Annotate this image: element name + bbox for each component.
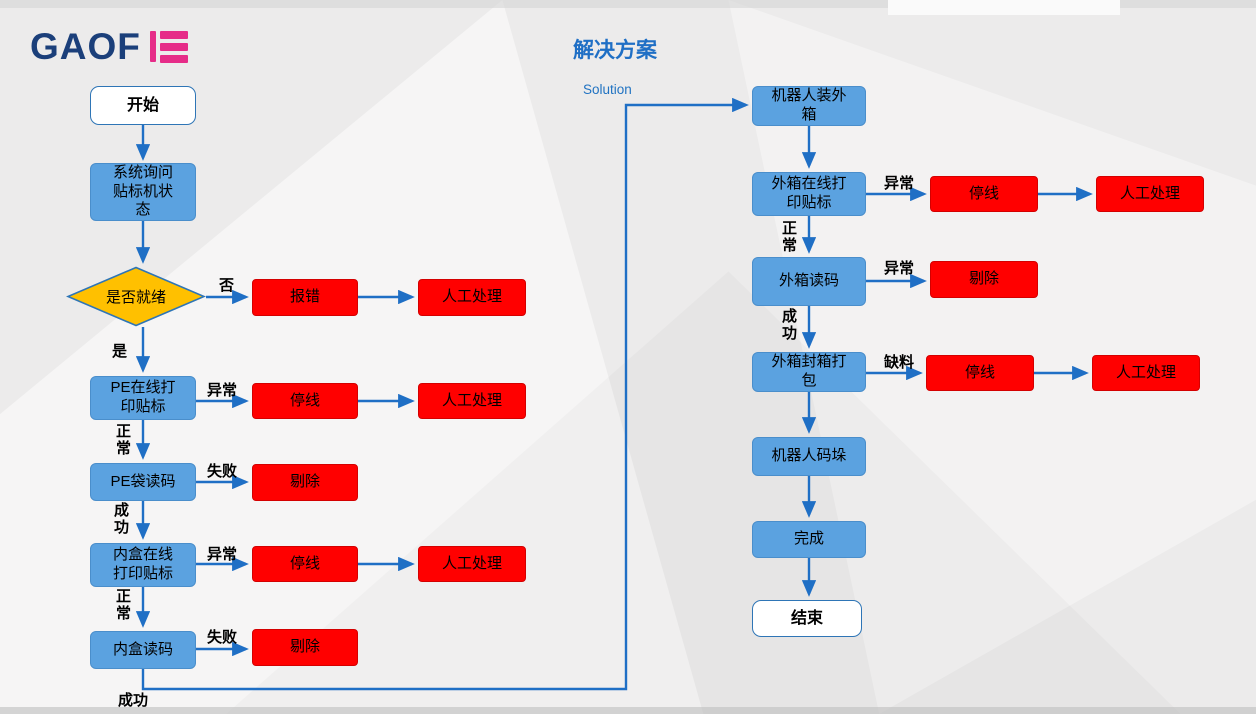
stop-line-node-2: 停线: [252, 546, 358, 582]
manual-handle-node-2: 人工处理: [418, 383, 526, 419]
start-node: 开始: [90, 86, 196, 125]
bottom-gray-band: [0, 707, 1256, 714]
manual-handle-node-r1: 人工处理: [1096, 176, 1204, 212]
edge-label-no: 否: [219, 277, 235, 294]
top-white-strip: [888, 0, 1120, 15]
edge-label-missing: 缺料: [884, 354, 915, 371]
stop-line-node-r1: 停线: [930, 176, 1038, 212]
decision-ready-label: 是否就绪: [105, 289, 166, 306]
logo-text: GAOF: [30, 26, 141, 67]
innerbox-print-node: 内盒在线打印贴标: [90, 543, 196, 587]
robot-palletize-node: 机器人码垛: [752, 437, 866, 476]
edge-label-fail-2: 失败: [207, 629, 238, 646]
top-gray-band: [0, 0, 1256, 8]
edge-label-success-2: 成功: [118, 692, 149, 709]
carton-print-node: 外箱在线打印贴标: [752, 172, 866, 216]
robot-pack-node: 机器人装外箱: [752, 86, 866, 126]
query-status-node: 系统询问贴标机状态: [90, 163, 196, 221]
carton-seal-node: 外箱封箱打包: [752, 352, 866, 392]
decision-ready: 是否就绪: [66, 266, 206, 327]
logo: GAOF: [30, 28, 188, 65]
reject-node-r: 剔除: [930, 261, 1038, 298]
edge-label-r-success: 成功: [781, 308, 797, 342]
logo-e-icon: [149, 30, 188, 63]
stop-line-node-r2: 停线: [926, 355, 1034, 391]
edge-label-normal-1: 正常: [115, 423, 131, 457]
edge-label-r-normal: 正常: [781, 220, 797, 254]
report-error-node: 报错: [252, 279, 358, 316]
manual-handle-node-r2: 人工处理: [1092, 355, 1200, 391]
done-node: 完成: [752, 521, 866, 558]
edge-label-normal-2: 正常: [115, 588, 131, 622]
edge-label-abnormal-2: 异常: [207, 546, 238, 563]
solution-label: Solution: [583, 82, 632, 97]
page-title: 解决方案: [573, 39, 657, 62]
edge-label-abnormal-1: 异常: [207, 382, 238, 399]
edge-label-r-abnormal-1: 异常: [884, 175, 915, 192]
end-node: 结束: [752, 600, 862, 637]
edge-label-r-abnormal-2: 异常: [884, 260, 915, 277]
pe-read-node: PE袋读码: [90, 463, 196, 501]
edge-label-fail-1: 失败: [207, 463, 238, 480]
manual-handle-node-1: 人工处理: [418, 279, 526, 316]
manual-handle-node-3: 人工处理: [418, 546, 526, 582]
reject-node-2: 剔除: [252, 629, 358, 666]
innerbox-read-node: 内盒读码: [90, 631, 196, 669]
pe-print-node: PE在线打印贴标: [90, 376, 196, 420]
stop-line-node-1: 停线: [252, 383, 358, 419]
edge-label-yes: 是: [112, 343, 128, 360]
carton-read-node: 外箱读码: [752, 257, 866, 306]
edge-label-success-1: 成功: [113, 502, 129, 536]
reject-node-1: 剔除: [252, 464, 358, 501]
